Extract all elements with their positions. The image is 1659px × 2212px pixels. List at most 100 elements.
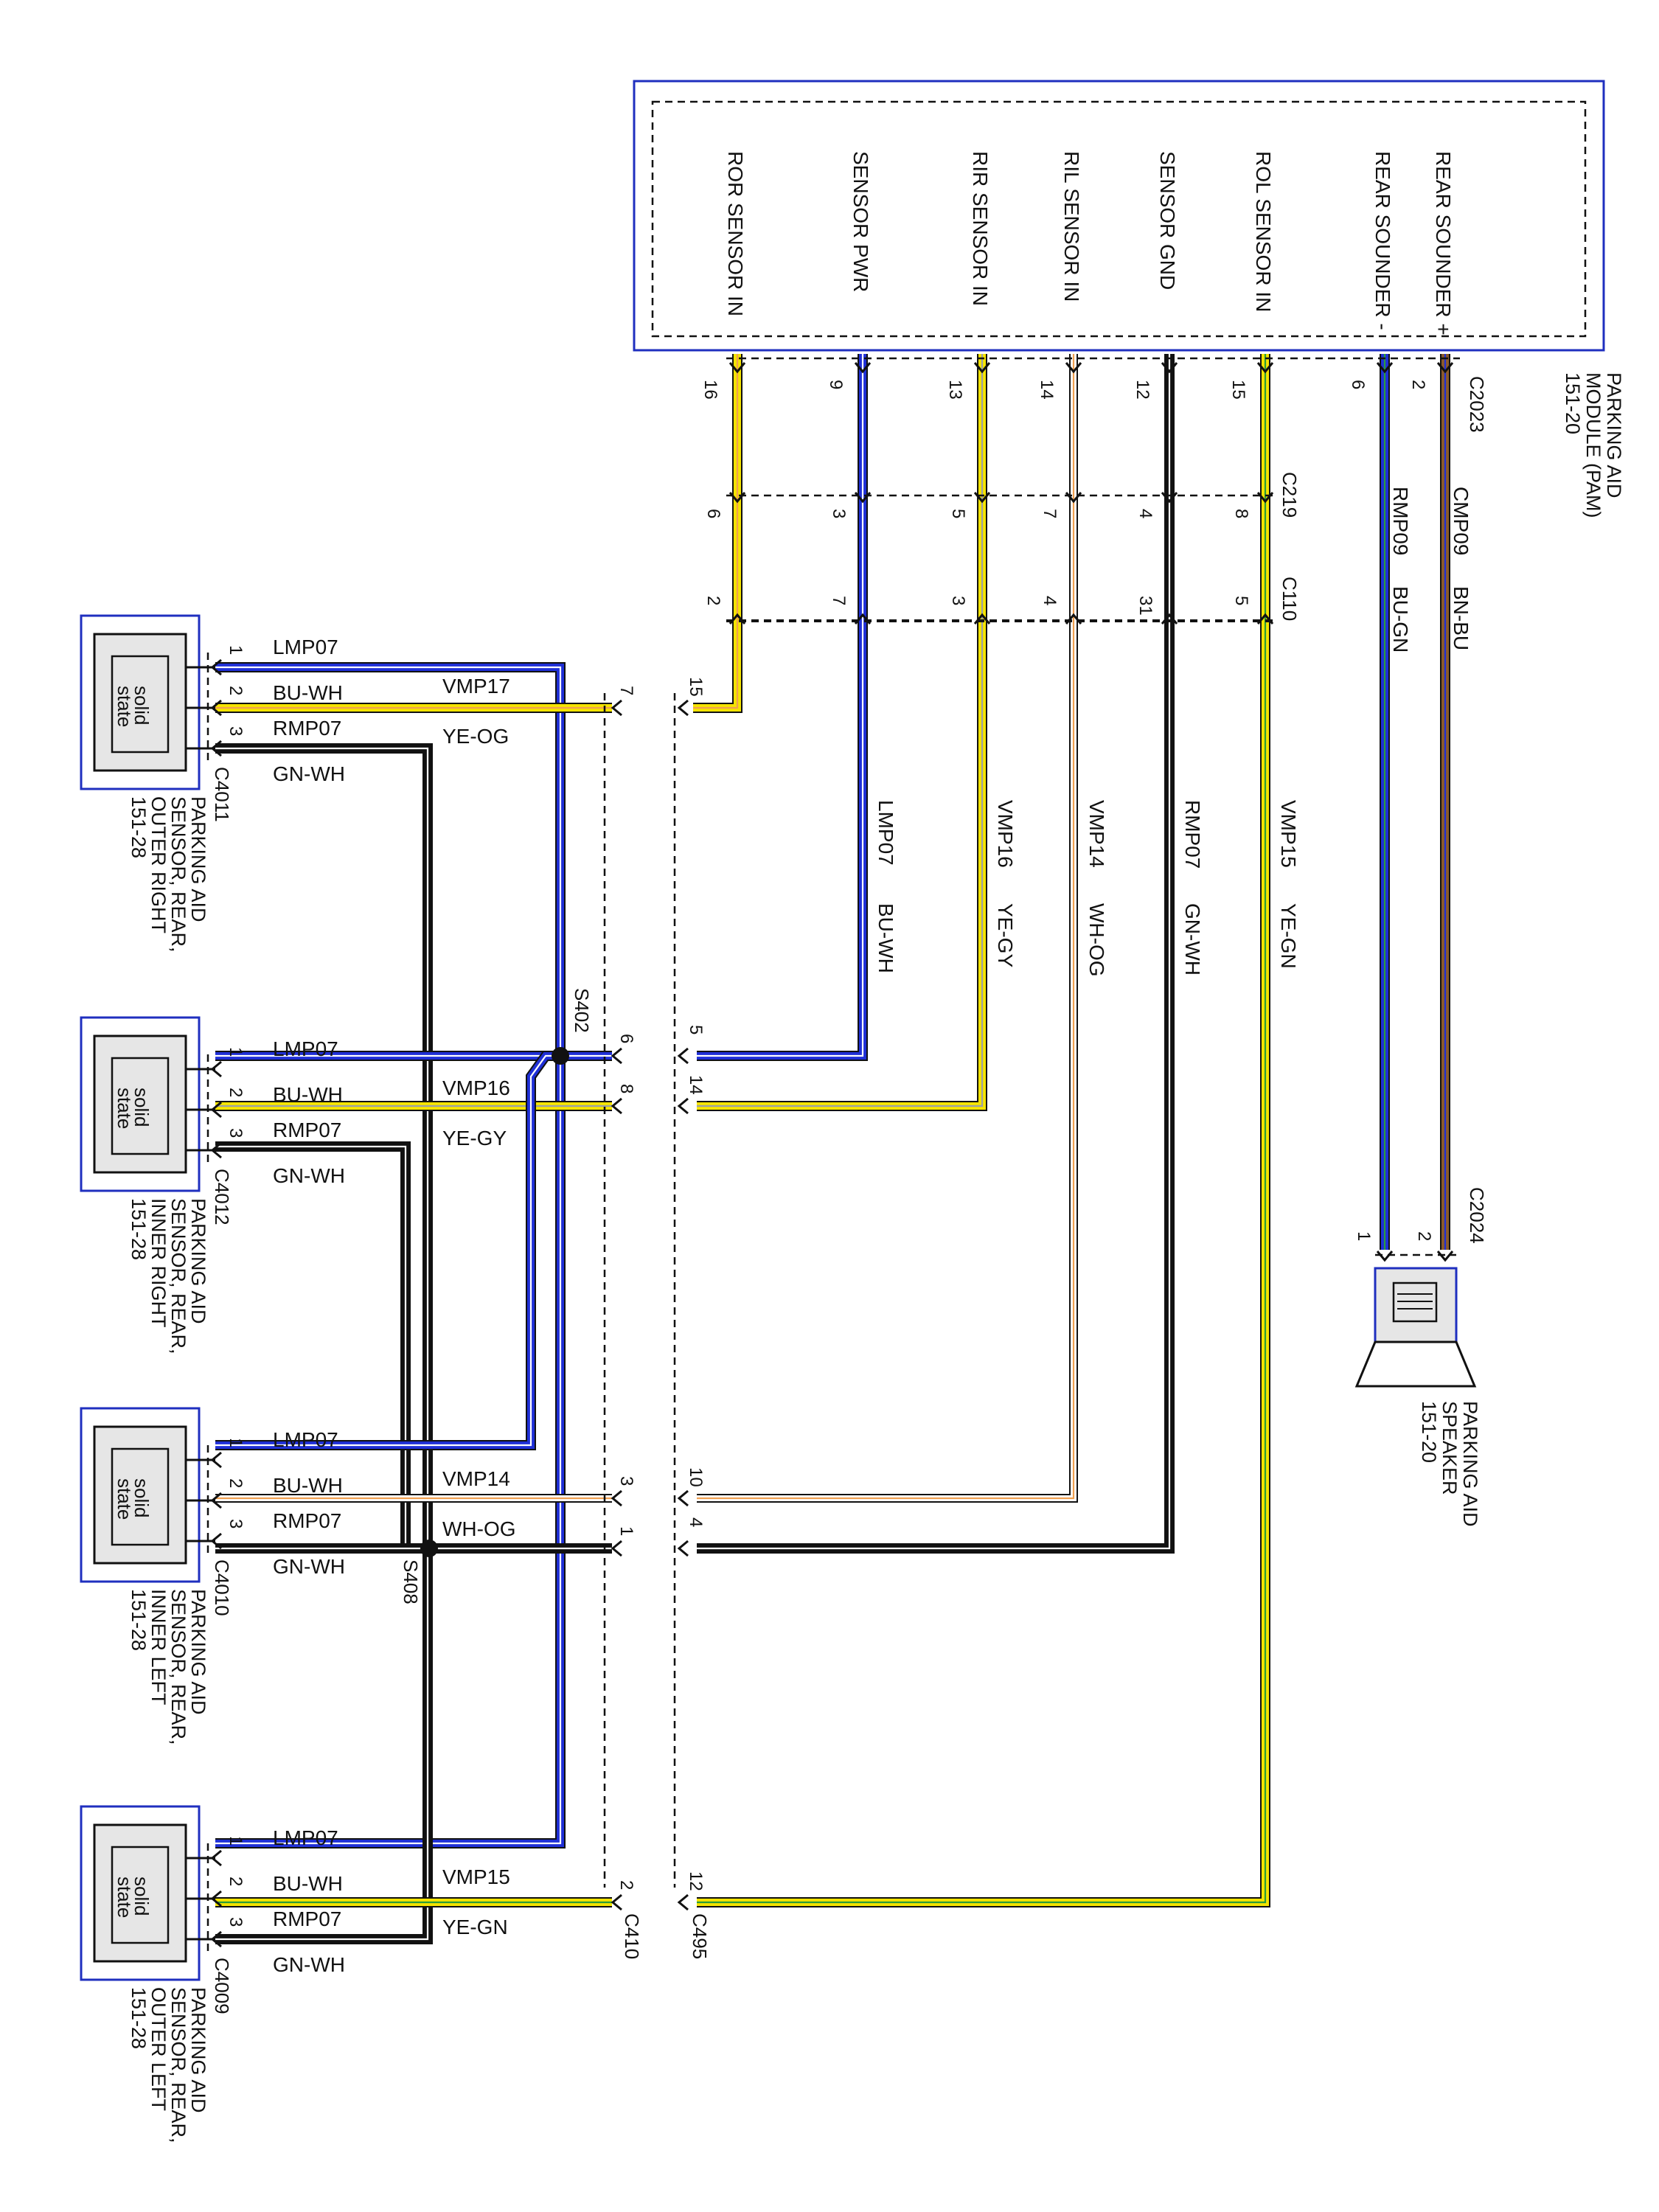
module-pin-label: ROR SENSOR IN [724, 151, 747, 316]
c110-pin-number: 4 [1040, 596, 1060, 605]
c495-pin-number: 10 [686, 1467, 706, 1487]
c410-pin-number: 2 [616, 1880, 636, 1890]
sensor-wire-circuit: VMP16 [442, 1077, 510, 1099]
sensor-wire-color: GN-WH [273, 762, 345, 785]
wire-lmp07-bus-stripe [215, 666, 562, 1845]
sensor-wire-color: BU-WH [273, 1872, 343, 1895]
sensor-caption: OUTER LEFT [147, 1987, 170, 2111]
sensor-core-outer-left [111, 1846, 170, 1944]
cmp09-circuit-label: CMP09 [1450, 487, 1472, 555]
sensor-body-text: solid [131, 1478, 153, 1517]
c2024-terminal [1436, 1251, 1454, 1262]
sensor-body-text: state [114, 686, 136, 727]
module-pin-label: SENSOR GND [1156, 151, 1179, 290]
c410-terminal [611, 1893, 622, 1911]
c219-pin-number: 6 [703, 509, 723, 518]
c410-terminal [611, 1540, 622, 1557]
sensor-pin-number: 2 [226, 1478, 246, 1488]
wire-vmp16-trunk-stripe [697, 354, 984, 1107]
sensor-caption: PARKING AID [187, 1589, 209, 1715]
wire-rmp07-bus [215, 743, 433, 1944]
c495-pin-number: 12 [686, 1871, 706, 1891]
sensor-caption: SENSOR, REAR, [167, 796, 189, 953]
sensor-body-text: state [114, 1478, 136, 1520]
module-pin-number: 6 [1348, 380, 1368, 389]
wire-lmp07-trunk-stripe [697, 354, 864, 1057]
rmp09-circuit-label: RMP09 [1389, 487, 1412, 555]
speaker-cone [1354, 1340, 1477, 1388]
c219-pin-number: 3 [829, 509, 849, 518]
sensor-wire-circuit: VMP17 [442, 675, 510, 698]
module-pin-label: REAR SOUNDER + [1432, 151, 1455, 335]
sensor-wire-circuit: RMP07 [273, 1119, 341, 1141]
wire-vmp15-trunk [697, 354, 1270, 1907]
sensor-wire-circuit: LMP07 [273, 636, 338, 658]
c219-pin-number: 8 [1231, 509, 1251, 518]
c2023-terminal [1256, 362, 1274, 374]
c495-label: C495 [689, 1913, 711, 1959]
c2023-terminal [1161, 362, 1178, 374]
c495-terminal [677, 1097, 689, 1115]
sensor-frame-inner-right [80, 1016, 201, 1192]
module-caption: MODULE (PAM) [1582, 372, 1604, 518]
c2023-terminal [728, 362, 746, 374]
sensor-core-inner-right [111, 1057, 170, 1155]
wire-rmp07-bus-fill [215, 745, 431, 1943]
module-pin-number: 14 [1037, 380, 1057, 400]
c219-terminal [973, 492, 991, 504]
c410-terminal [611, 1047, 622, 1065]
sensor-caption: 151-28 [128, 796, 150, 858]
speaker-coil [1392, 1281, 1438, 1323]
module-dashed-boundary [651, 100, 1587, 338]
wire-rmp07-inner-right-stripe [215, 1145, 407, 1548]
sensor-wire-color: GN-WH [273, 1164, 345, 1187]
module-frame [633, 80, 1605, 352]
c495-pin-number: 4 [686, 1517, 706, 1527]
c495-pin-number: 15 [686, 677, 706, 697]
c219-terminal [1256, 492, 1274, 504]
c219-terminal [728, 492, 746, 504]
splice-s408-label: S408 [400, 1559, 422, 1604]
trunk-color-label: YE-GY [994, 903, 1017, 967]
sensor-body-text: solid [131, 1877, 153, 1916]
sensor-pin-number: 1 [226, 1836, 246, 1846]
sensor-caption: PARKING AID [187, 1987, 209, 2113]
c110-terminal [854, 613, 872, 625]
trunk-circuit-label: VMP16 [994, 800, 1017, 868]
c2023-terminal [1376, 362, 1394, 374]
wire-lmp07-trunk [697, 354, 868, 1061]
wire-lmp07-inner-left-outline [215, 1051, 560, 1450]
sensor-body-text: solid [131, 686, 153, 725]
sensor-caption: 151-28 [128, 1198, 150, 1260]
trunk-color-label: GN-WH [1181, 903, 1204, 975]
module-pin-label: RIL SENSOR IN [1060, 151, 1083, 302]
module-caption: PARKING AID [1603, 372, 1625, 498]
sensor-wire-color: GN-WH [273, 1953, 345, 1976]
wire-rmp07-trunk-stripe [697, 354, 1171, 1550]
sensor-frame-outer-left [80, 1805, 201, 1981]
wire-vmp17-trunk-outline [693, 354, 742, 713]
sensor-pin-number: 2 [226, 1877, 246, 1886]
sensor-wire-circuit: LMP07 [273, 1826, 338, 1849]
c110-pin-number: 2 [703, 596, 723, 605]
sensor-connector-label: C4011 [211, 767, 233, 822]
c495-terminal [677, 1047, 689, 1065]
wire-lmp07-inner-left-fill [215, 1052, 560, 1449]
sensor-body-text: state [114, 1877, 136, 1918]
sensor-pin-number: 3 [226, 1128, 246, 1138]
sensor-caption: INNER LEFT [147, 1589, 170, 1705]
c2023-label: C2023 [1466, 376, 1488, 433]
sensor-caption: SENSOR, REAR, [167, 1589, 189, 1745]
module-pin-label: REAR SOUNDER - [1371, 151, 1394, 330]
module-pin-number: 2 [1408, 380, 1428, 389]
sensor-wire-circuit: RMP07 [273, 1509, 341, 1532]
sensor-wire-color: BU-WH [273, 1083, 343, 1106]
wire-vmp16-trunk [697, 354, 987, 1111]
c410-pin-number: 6 [616, 1034, 636, 1043]
trunk-circuit-label: RMP07 [1181, 800, 1204, 869]
c495-terminal [677, 1540, 689, 1557]
wire-lmp07-bus [215, 662, 566, 1848]
sensor-wire-circuit: VMP14 [442, 1467, 510, 1490]
